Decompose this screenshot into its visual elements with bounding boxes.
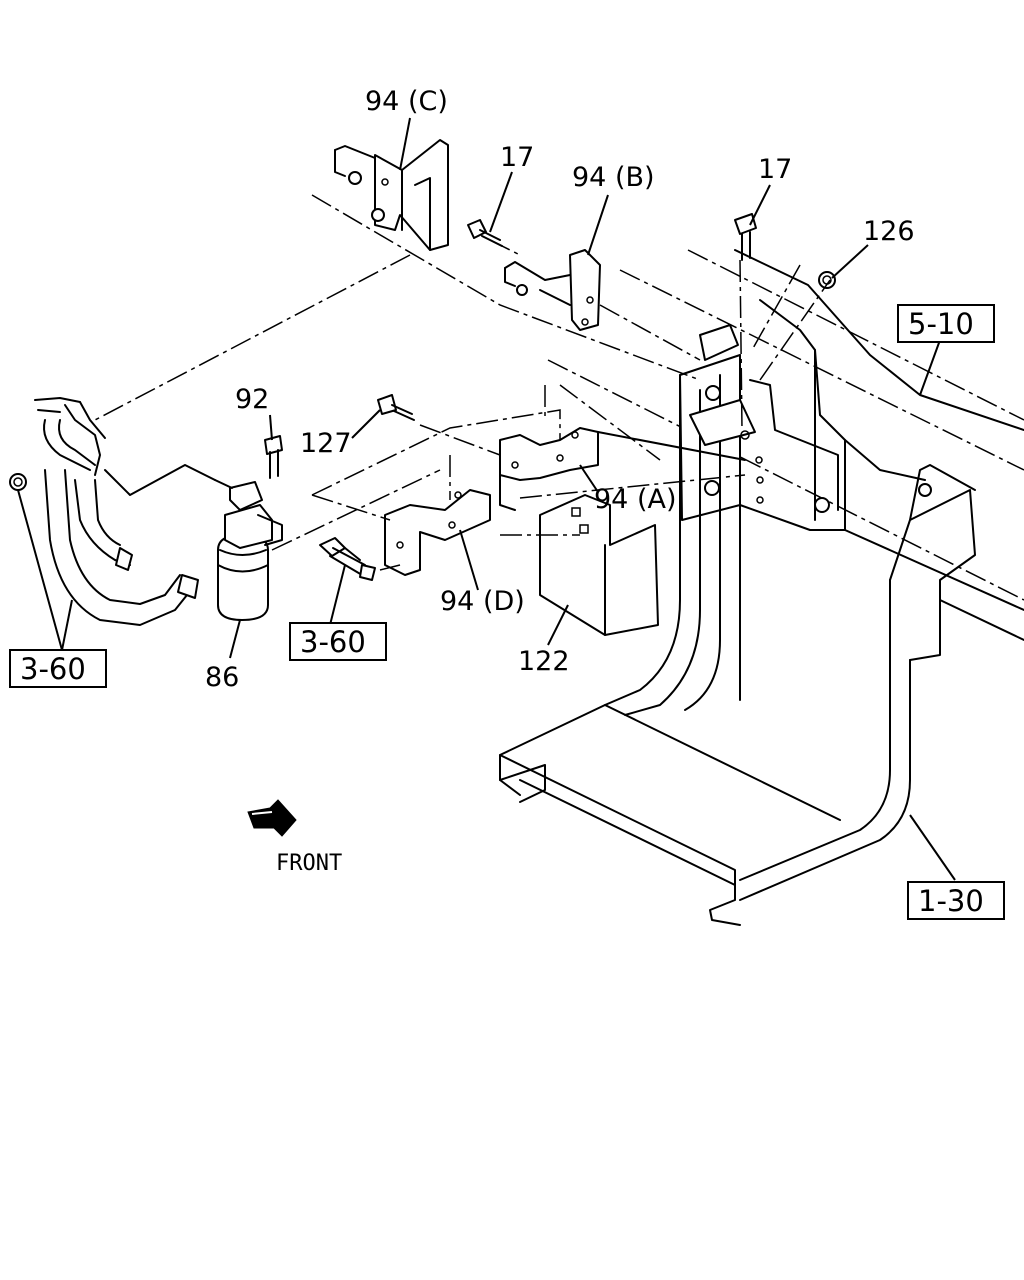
label-86: 86 bbox=[205, 662, 239, 693]
ref-box-510 bbox=[897, 304, 995, 343]
label-122: 122 bbox=[518, 646, 570, 677]
bracket-94b bbox=[504, 249, 601, 331]
part-labels: 94 (C) 17 94 (B) 17 126 92 127 94 (A) 94… bbox=[205, 86, 915, 693]
ref-label-130: 1-30 bbox=[918, 884, 984, 918]
ref-label-360-left: 3-60 bbox=[20, 652, 86, 686]
label-17-right: 17 bbox=[758, 154, 792, 185]
bracket-94c bbox=[334, 139, 449, 251]
ref-box-360-mid bbox=[289, 622, 387, 661]
front-arrow-icon bbox=[247, 799, 297, 837]
ref-box-360-left bbox=[9, 649, 107, 688]
reference-boxes: 3-60 3-60 5-10 1-30 bbox=[9, 304, 1005, 920]
leader-lines bbox=[17, 117, 956, 881]
label-92: 92 bbox=[235, 384, 269, 415]
chassis-frame bbox=[547, 249, 1024, 641]
bolt-17-right bbox=[734, 213, 757, 261]
fuel-hoses-left bbox=[9, 397, 199, 626]
bracket-94d bbox=[384, 489, 491, 576]
label-127: 127 bbox=[300, 428, 352, 459]
nut-126 bbox=[818, 271, 836, 289]
bolt-17-left bbox=[467, 219, 503, 247]
bracket-94a bbox=[499, 427, 599, 511]
label-94b: 94 (B) bbox=[572, 162, 655, 193]
label-126: 126 bbox=[863, 216, 915, 247]
cover-122 bbox=[539, 494, 659, 636]
ref-box-130 bbox=[907, 881, 1005, 920]
label-94a: 94 (A) bbox=[594, 484, 676, 515]
front-label: FRONT bbox=[276, 851, 342, 876]
label-94c: 94 (C) bbox=[365, 86, 448, 117]
ref-label-510: 5-10 bbox=[908, 307, 974, 341]
fuel-hose-mid bbox=[319, 537, 376, 581]
label-17-left: 17 bbox=[500, 142, 534, 173]
ref-label-360-mid: 3-60 bbox=[300, 625, 366, 659]
bolt-92 bbox=[264, 435, 283, 479]
label-94d: 94 (D) bbox=[440, 586, 525, 617]
bolt-127 bbox=[377, 394, 415, 421]
fuel-filter-86 bbox=[214, 479, 283, 621]
alignment-lines bbox=[94, 194, 831, 571]
step-bracket-frame bbox=[499, 324, 976, 926]
